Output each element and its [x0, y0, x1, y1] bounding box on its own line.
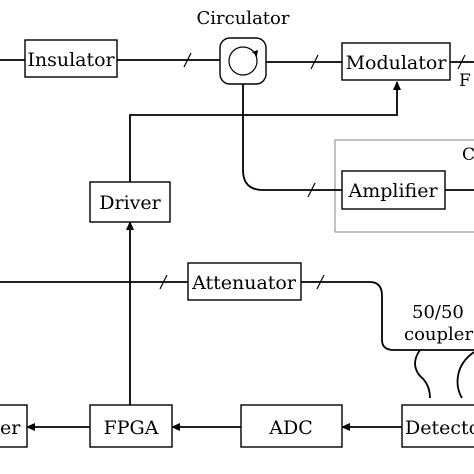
circulator-label: Circulator [197, 8, 290, 29]
fiber-tick-1 [183, 52, 192, 68]
attenuator-label: Attenuator [191, 272, 297, 294]
fpga-label: FPGA [104, 417, 159, 439]
fiber-tick-5 [159, 274, 168, 290]
attenuator-block[interactable]: Attenuator [187, 262, 302, 301]
adc-block[interactable]: ADC [240, 404, 343, 448]
fiber-tick-6 [316, 274, 325, 290]
left-output-label: er [0, 417, 21, 439]
fiber-tick-4 [307, 182, 316, 198]
coupler-fiber-left [414, 349, 431, 399]
fiber-tick-3 [457, 54, 466, 70]
driver-label: Driver [99, 192, 161, 214]
circulator-block[interactable]: Circulator [197, 8, 290, 85]
amplifier-block[interactable]: Amplifier [341, 170, 446, 210]
modulator-label: Modulator [346, 52, 448, 74]
detector-block[interactable]: Detector [401, 404, 474, 448]
coupler-label-line2: coupler [404, 324, 473, 345]
wire-circulator-to-amplifier [242, 84, 342, 191]
amplifier-label: Amplifier [347, 180, 438, 202]
circulator-ring [228, 46, 258, 76]
amplifier-group-frame [334, 139, 474, 233]
driver-block[interactable]: Driver [89, 181, 171, 223]
fiber-tick-2 [310, 54, 319, 70]
amplifier-group-label: C [462, 145, 474, 165]
insulator-label: Insulator [27, 49, 115, 71]
fpga-block[interactable]: FPGA [89, 404, 173, 448]
wire-attenuator-to-coupler [301, 281, 474, 351]
left-output-block[interactable]: er [0, 404, 28, 448]
coupler-label: 50/50 coupler [404, 302, 473, 345]
insulator-block[interactable]: Insulator [24, 39, 118, 78]
coupler-fiber-right [456, 351, 474, 399]
wire-driver-to-modulator [129, 81, 401, 182]
adc-label: ADC [268, 417, 313, 439]
detector-label: Detector [405, 417, 474, 439]
modulator-out-label: F [459, 71, 471, 91]
coupler-label-text: 50/50 [412, 302, 464, 323]
modulator-block[interactable]: Modulator [341, 42, 451, 81]
circulator-arrow-icon [252, 50, 258, 56]
